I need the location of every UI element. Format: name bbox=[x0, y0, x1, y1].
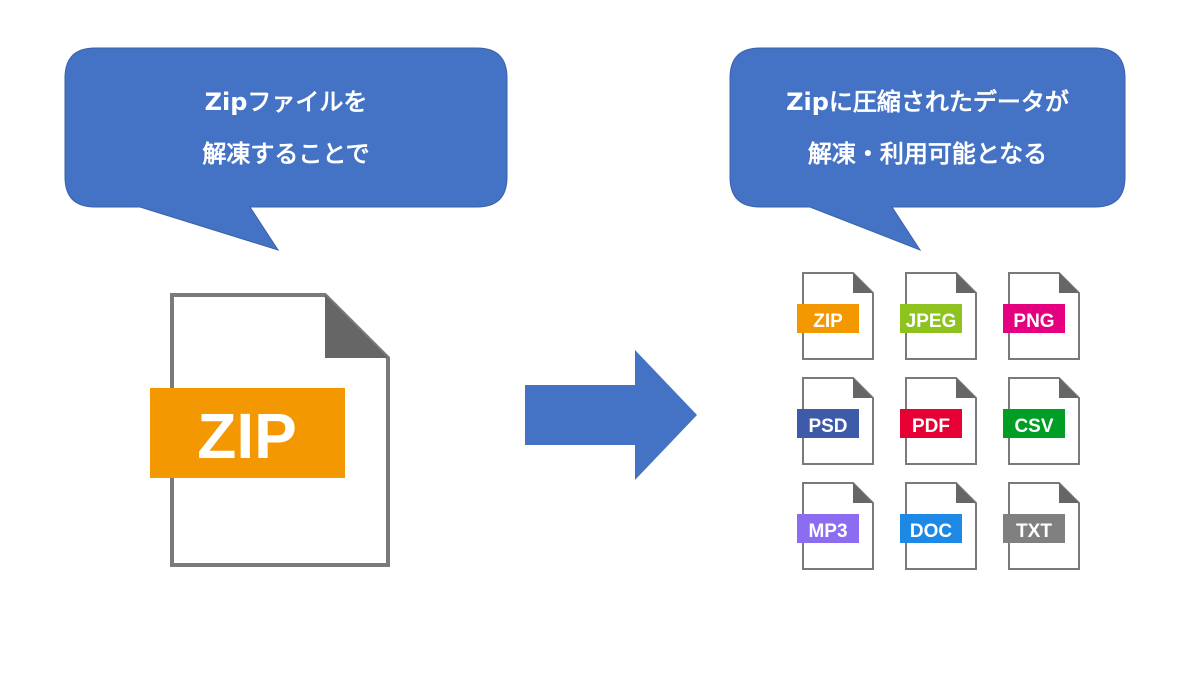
file-type-label: PSD bbox=[808, 416, 847, 437]
file-type-label: JPEG bbox=[906, 311, 957, 332]
file-label-band bbox=[1003, 514, 1065, 543]
file-label-band bbox=[900, 304, 962, 333]
file-label-band bbox=[1003, 409, 1065, 438]
left-bubble-line-1: Zipファイルを bbox=[204, 88, 368, 116]
right-bubble-line-2: 解凍・利用可能となる bbox=[807, 140, 1048, 168]
file-icon-png: PNG bbox=[1003, 272, 1080, 360]
file-label-band bbox=[797, 409, 859, 438]
file-icon-doc: DOC bbox=[900, 482, 977, 570]
left-bubble-line-2: 解凍することで bbox=[202, 140, 370, 168]
zip-label: ZIP bbox=[197, 400, 297, 472]
right-bubble-line-1: Zipに圧縮されたデータが bbox=[786, 88, 1069, 116]
file-type-label: PNG bbox=[1013, 311, 1054, 332]
file-type-label: CSV bbox=[1014, 416, 1053, 437]
file-label-band bbox=[797, 514, 859, 543]
right-arrow-icon bbox=[525, 350, 697, 480]
zip-file-icon: ZIP bbox=[150, 293, 390, 567]
file-type-label: DOC bbox=[910, 521, 953, 542]
file-type-label: MP3 bbox=[808, 521, 847, 542]
file-type-label: TXT bbox=[1016, 521, 1052, 542]
file-type-label: PDF bbox=[912, 416, 950, 437]
file-label-band bbox=[900, 409, 962, 438]
file-icon-pdf: PDF bbox=[900, 377, 977, 465]
file-icon-csv: CSV bbox=[1003, 377, 1080, 465]
file-icon-psd: PSD bbox=[797, 377, 874, 465]
file-label-band bbox=[900, 514, 962, 543]
file-icon-grid: ZIP JPEG PNG PSD PDF CSV MP3 DOC TXT bbox=[797, 272, 1080, 570]
file-label-band bbox=[1003, 304, 1065, 333]
file-type-label: ZIP bbox=[813, 311, 843, 332]
file-label-band bbox=[797, 304, 859, 333]
zip-label-band bbox=[150, 388, 345, 478]
left-speech-bubble bbox=[64, 47, 508, 251]
right-speech-bubble bbox=[729, 47, 1126, 252]
right-bubble-text: Zipに圧縮されたデータが 解凍・利用可能となる bbox=[730, 76, 1125, 180]
file-icon-mp3: MP3 bbox=[797, 482, 874, 570]
file-icon-jpeg: JPEG bbox=[900, 272, 977, 360]
left-bubble-text: Zipファイルを 解凍することで bbox=[65, 76, 507, 180]
file-icon-zip: ZIP bbox=[797, 272, 874, 360]
file-icon-txt: TXT bbox=[1003, 482, 1080, 570]
